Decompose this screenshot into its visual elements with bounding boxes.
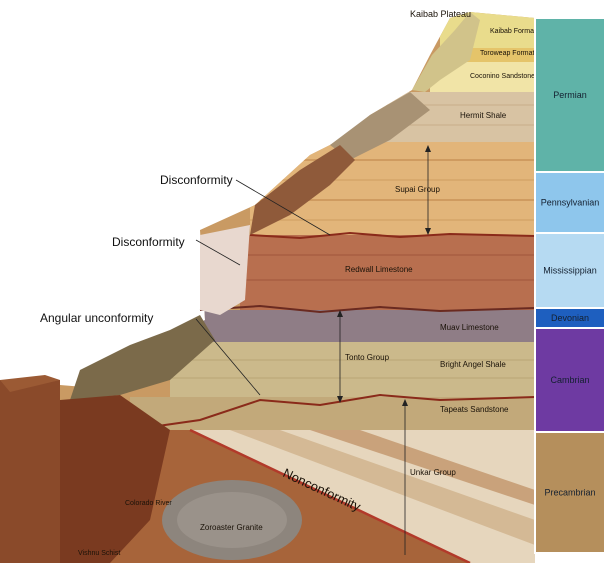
layer-bright-angel — [170, 342, 535, 397]
label-bright-angel-shale: Bright Angel Shale — [440, 360, 506, 369]
period-label-precambrian: Precambrian — [544, 488, 595, 498]
period-label-permian: Permian — [553, 90, 587, 100]
label-zoroaster-granite: Zoroaster Granite — [200, 523, 263, 532]
period-column: PermianPennsylvanianMississippianDevonia… — [535, 18, 605, 553]
label-unkar-group: Unkar Group — [410, 468, 456, 477]
label-disconformity-lower: Disconformity — [112, 235, 185, 249]
cliff-rock-redwall — [200, 225, 250, 315]
label-muav-limestone: Muav Limestone — [440, 323, 499, 332]
period-label-pennsylvanian: Pennsylvanian — [541, 198, 600, 208]
label-supai-group: Supai Group — [395, 185, 440, 194]
period-label-cambrian: Cambrian — [550, 375, 589, 385]
label-angular-unconformity: Angular unconformity — [40, 311, 153, 325]
label-redwall-limestone: Redwall Limestone — [345, 265, 413, 274]
period-label-devonian: Devonian — [551, 313, 589, 323]
period-label-mississippian: Mississippian — [543, 266, 597, 276]
label-disconformity-upper: Disconformity — [160, 173, 233, 187]
label-hermit-shale: Hermit Shale — [460, 111, 507, 120]
label-tapeats-sandstone: Tapeats Sandstone — [440, 405, 509, 414]
label-tonto-group: Tonto Group — [345, 353, 390, 362]
label-coconino-sandstone: Coconino Sandstone — [470, 73, 535, 80]
left-block — [0, 380, 60, 563]
label-kaibab-plateau: Kaibab Plateau — [410, 9, 471, 19]
label-colorado-river: Colorado River — [125, 500, 172, 507]
label-vishnu-schist: Vishnu Schist — [78, 550, 120, 557]
